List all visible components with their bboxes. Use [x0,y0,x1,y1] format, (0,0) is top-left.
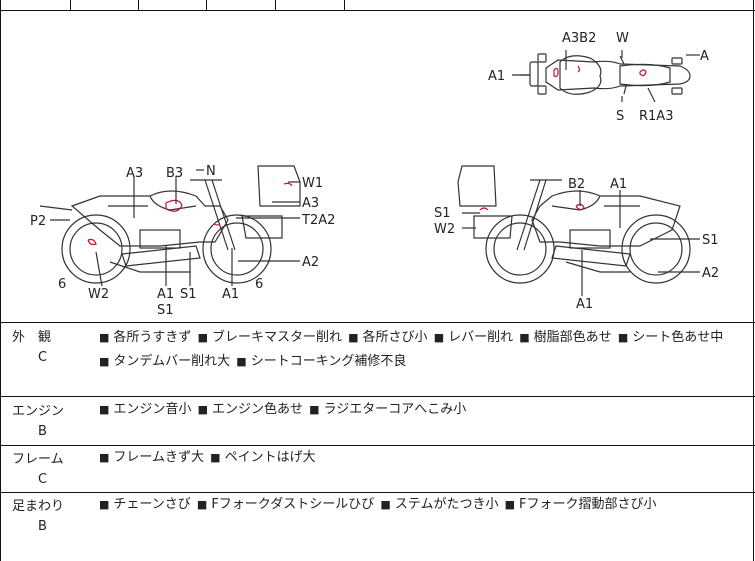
section-category: エンジン B [12,402,64,442]
header-cell-divider [138,0,139,10]
diagram-label: N [206,164,216,179]
category-grade: C [38,472,48,487]
top-view-bike [520,53,691,95]
bullet-square-icon: ■ [197,403,208,416]
bullet-square-icon: ■ [433,331,445,344]
section-category: 足まわり B [12,497,64,537]
bullet-square-icon: ■ [236,355,247,368]
diagram-label: A1 [157,287,174,302]
diagram-label: B3 [166,166,183,181]
header-cell-divider [275,0,276,10]
section-notes: ■エンジン音小 ■エンジン色あせ ■ラジエターコアへこみ小 [97,398,742,422]
diagram-label: A1 [222,287,239,302]
header-cell-divider [206,0,207,10]
note-item: フレームきず大 [113,450,205,465]
diagram-label: S1 [157,303,174,318]
divider [0,322,755,323]
leader-lines-left [50,169,300,287]
section-notes: ■フレームきず大 ■ペイントはげ大 [97,446,742,470]
diagram-label: A3 [302,196,319,211]
category-grade: C [38,350,48,365]
note-item: ペイントはげ大 [224,450,316,465]
diagram-label: A1 [610,177,627,192]
note-item: レバー削れ [448,330,514,345]
section-notes: ■チェーンさび ■Fフォークダストシールひび ■ステムがたつき小 ■Fフォーク摺… [97,493,742,517]
divider [0,396,755,397]
diagram-label: A [700,49,709,64]
diagram-label: 6 [255,277,263,292]
diagram-label: S1 [180,287,197,302]
damage-marks-left [87,182,293,246]
left-side-bike [39,165,301,284]
note-item: シート色あせ中 [632,330,724,345]
diagram-label: W2 [434,222,455,237]
diagram-label: W [616,31,629,46]
category-name: 足まわり [12,499,65,514]
bullet-square-icon: ■ [99,403,110,416]
section-notes: ■各所うすきず ■ブレーキマスター削れ ■各所さび小 ■レバー削れ ■樹脂部色あ… [97,326,742,374]
diagram-label: T2A2 [301,213,335,228]
diagram-label: A3 [126,166,143,181]
bullet-square-icon: ■ [196,498,208,511]
note-item: ラジエターコアへこみ小 [323,402,467,417]
divider [0,492,755,493]
bullet-square-icon: ■ [504,498,515,511]
note-item: タンデムバー削れ大 [113,354,231,369]
note-item: ステムがたつき小 [394,497,499,512]
note-item: チェーンさび [113,497,191,512]
bullet-square-icon: ■ [309,403,320,416]
bullet-square-icon: ■ [99,498,110,511]
diagram-label: B2 [568,177,585,192]
note-item: 樹脂部色あせ [533,330,612,345]
header-cell-divider [70,0,71,10]
diagram-label: W2 [88,287,109,302]
note-item: ブレーキマスター削れ [211,330,342,345]
divider [0,445,755,446]
note-item: エンジン色あせ [211,402,303,417]
diagram-label: S1 [434,206,451,221]
diagram-label: A1 [576,297,593,312]
note-item: Fフォーク摺動部さび小 [519,497,657,512]
bullet-square-icon: ■ [210,451,221,464]
diagram-label: S [616,109,624,124]
bullet-square-icon: ■ [99,451,110,464]
diagram-label: A1 [488,69,505,84]
category-grade: B [38,519,47,534]
right-side-bike [457,165,691,284]
diagram-label: A3B2 [562,31,596,46]
leader-lines-top [512,50,700,103]
leader-lines-right [462,190,700,296]
diagram-label: S1 [702,233,719,248]
category-grade: B [38,424,47,439]
diagram-label: P2 [30,214,46,229]
header-cell-divider [344,0,345,10]
diagram-label: 6 [58,277,66,292]
divider [0,10,755,11]
diagram-label: A2 [302,255,319,270]
diagram-label: R1A3 [639,109,673,124]
section-category: 外 観 C [12,328,51,368]
note-item: 各所さび小 [362,330,428,345]
category-name: 外 観 [12,330,52,345]
bullet-square-icon: ■ [197,331,208,344]
section-category: フレーム C [12,450,64,490]
bullet-square-icon: ■ [348,331,359,344]
bullet-square-icon: ■ [99,331,110,344]
diagram-label: A2 [702,266,719,281]
bullet-square-icon: ■ [617,331,629,344]
category-name: エンジン [12,404,65,419]
note-item: エンジン音小 [113,402,192,417]
damage-marks-top [553,65,647,78]
damage-marks-right [479,203,585,211]
category-name: フレーム [12,452,64,467]
note-item: Fフォークダストシールひび [211,497,375,512]
note-item: 各所うすきず [113,330,192,345]
bullet-square-icon: ■ [99,355,110,368]
bullet-square-icon: ■ [380,498,391,511]
bullet-square-icon: ■ [519,331,530,344]
note-item: シートコーキング補修不良 [250,354,407,369]
diagram-label: W1 [302,176,323,191]
damage-diagram: A3B2 W A A1 S R1A3 [30,31,719,318]
